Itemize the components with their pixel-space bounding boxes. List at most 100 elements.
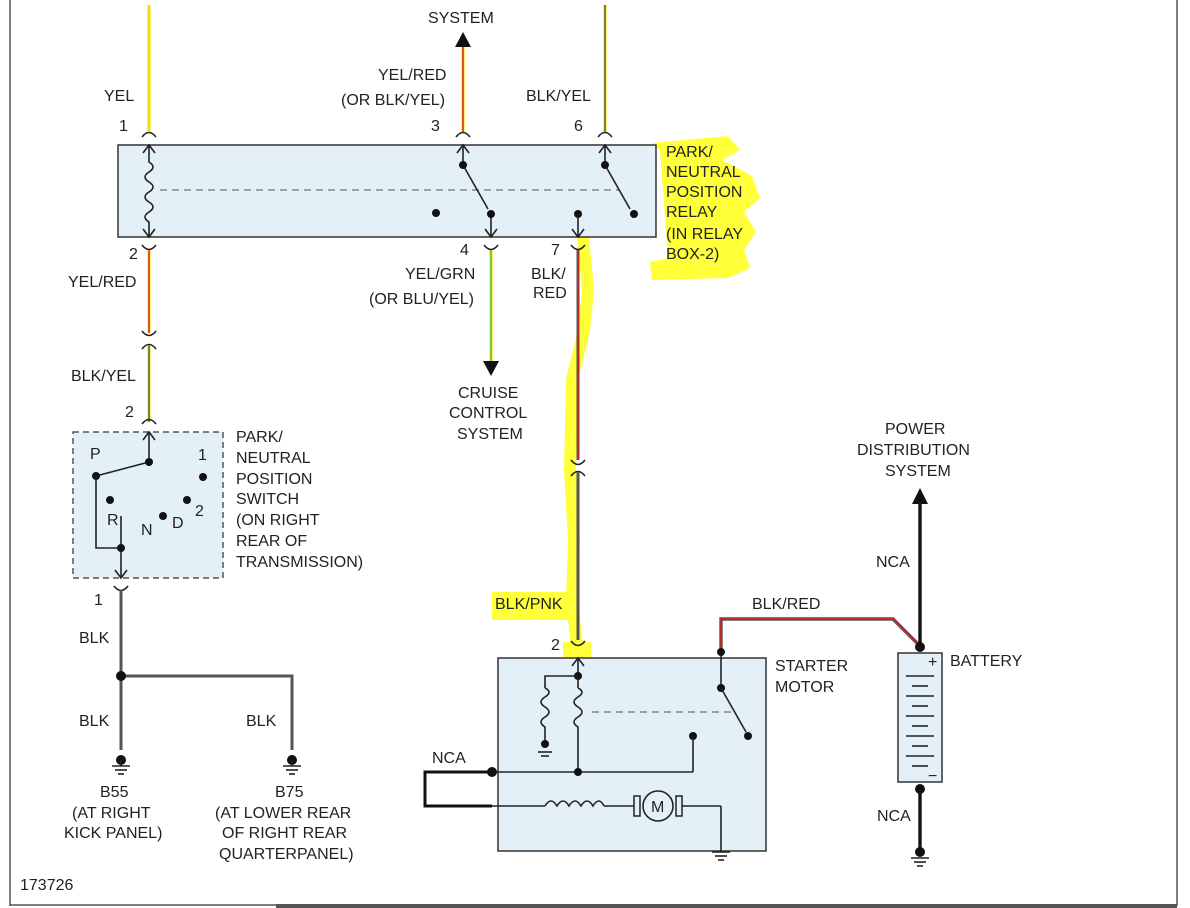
switch-pin-1: 1 [94,592,103,609]
left-branch: YEL/RED BLK/YEL [68,250,157,422]
battery-label: BATTERY [950,653,1023,670]
switch-pos-d: D [172,515,184,532]
ground-wiring: BLK BLK BLK B55 (AT RIGHT KICK PANEL) B7… [64,590,354,863]
relay-pin-2: 2 [129,246,138,263]
svg-text:(IN RELAY: (IN RELAY [666,226,743,243]
svg-text:POWER: POWER [885,421,945,438]
motor-symbol [642,790,674,822]
battery-cells [906,675,934,767]
label-blk-red-1: BLK/ [531,266,566,283]
label-yel-red-alt: (OR BLK/YEL) [341,92,445,109]
wire-blk-red-battery [719,617,923,652]
blk-red-wire-highlight [564,222,594,662]
ground-label-b75: B75 (AT LOWER REAR OF RIGHT REAR QUARTER… [215,784,354,863]
hold-coil [540,687,550,744]
relay-box [117,144,657,238]
label-nca-right-bottom: NCA [877,808,911,825]
label-blk-pnk: BLK/PNK [495,596,563,613]
cruise-label: CRUISE CONTROL SYSTEM [449,385,527,443]
cruise-branch: YEL/GRN (OR BLU/YEL) CRUISE CONTROL SYST… [369,250,527,443]
svg-text:(ON RIGHT: (ON RIGHT [236,512,320,529]
starter-pin-2: 2 [551,637,560,654]
pull-coil [573,687,583,772]
label-nca-right-top: NCA [876,554,910,571]
svg-text:PARK/: PARK/ [236,429,283,446]
battery-plus: + [928,654,937,671]
wire-blk-b75 [121,674,294,750]
power-battery: POWER DISTRIBUTION SYSTEM NCA + − BATTER… [857,421,1023,867]
label-nca-left: NCA [432,750,466,767]
starter-nca-loop [423,770,492,808]
svg-text:B75: B75 [275,784,304,801]
svg-text:TRANSMISSION): TRANSMISSION) [236,554,363,571]
field-coil [544,800,605,808]
svg-text:RELAY: RELAY [666,204,718,221]
svg-text:NEUTRAL: NEUTRAL [236,450,311,467]
ground-splice [116,671,126,681]
ground-symbol-b55 [112,755,130,775]
switch-pos-r: R [107,512,119,529]
cruise-arrow [483,361,499,376]
park-neutral-switch: 2 1 P 1 R N D 2 PARK/ NEUTRAL POSITION S… [72,404,363,609]
switch-pos-1: 1 [198,447,207,464]
system-arrow [455,32,471,47]
svg-text:(AT LOWER REAR: (AT LOWER REAR [215,805,351,822]
relay-label-highlight [650,136,760,280]
power-label: POWER DISTRIBUTION SYSTEM [857,421,970,480]
switch-box [72,431,224,579]
relay-label: PARK/ NEUTRAL POSITION RELAY (IN RELAY B… [666,144,743,263]
svg-text:STARTER: STARTER [775,658,848,675]
label-blk-3: BLK [246,713,277,730]
switch-lever [95,461,150,477]
relay-pin-6: 6 [574,118,583,135]
relay-pin-7: 7 [551,242,560,259]
svg-text:SYSTEM: SYSTEM [885,463,951,480]
svg-text:DISTRIBUTION: DISTRIBUTION [857,442,970,459]
park-neutral-relay: 1 3 6 2 4 7 PARK/ NEUTRAL POSITION RELAY… [117,118,743,263]
switch-label: PARK/ NEUTRAL POSITION SWITCH (ON RIGHT … [236,429,363,571]
label-blk-1: BLK [79,630,110,647]
upper-wires: YEL SYSTEM YEL/RED (OR BLK/YEL) BLK/YEL [104,5,607,132]
svg-text:CRUISE: CRUISE [458,385,518,402]
label-yel-grn-alt: (OR BLU/YEL) [369,291,474,308]
starter-feed: BLK/ RED BLK/PNK [495,250,586,640]
battery-minus: − [928,768,937,785]
relay-pin-3: 3 [431,118,440,135]
svg-text:KICK PANEL): KICK PANEL) [64,825,162,842]
power-arrow [912,488,928,504]
svg-text:NEUTRAL: NEUTRAL [666,164,741,181]
switch-pin-2: 2 [125,404,134,421]
label-yel-red-left: YEL/RED [68,274,136,291]
label-blk-2: BLK [79,713,110,730]
starter-motor: 2 M NCA STARTER MOTO [423,637,848,861]
figure-id: 173726 [20,877,73,894]
relay-contact-arm-2 [604,164,631,210]
motor-label: M [651,799,664,816]
svg-text:REAR OF: REAR OF [236,533,307,550]
label-yel-top: YEL [104,88,134,105]
svg-text:BOX-2): BOX-2) [666,246,719,263]
label-system-top: SYSTEM [428,10,494,27]
label-yel-red-top: YEL/RED [378,67,446,84]
relay-pin-1: 1 [119,118,128,135]
label-blk-yel-top: BLK/YEL [526,88,591,105]
switch-pos-p: P [90,446,101,463]
ground-label-b55: B55 (AT RIGHT KICK PANEL) [64,784,162,842]
relay-contact-arm-1 [462,164,489,210]
relay-pin-connectors [141,131,613,251]
svg-text:SYSTEM: SYSTEM [457,426,523,443]
label-yel-grn: YEL/GRN [405,266,475,283]
starter-box [497,657,767,852]
svg-text:QUARTERPANEL): QUARTERPANEL) [219,846,354,863]
battery-cable: BLK/RED [717,596,923,656]
svg-text:PARK/: PARK/ [666,144,713,161]
svg-text:CONTROL: CONTROL [449,405,527,422]
svg-text:SWITCH: SWITCH [236,491,299,508]
relay-pin-4: 4 [460,242,469,259]
ground-symbol-b75 [283,755,301,775]
blk-pnk-label-highlight [492,592,572,620]
svg-text:POSITION: POSITION [666,184,742,201]
svg-text:OF RIGHT REAR: OF RIGHT REAR [222,825,347,842]
